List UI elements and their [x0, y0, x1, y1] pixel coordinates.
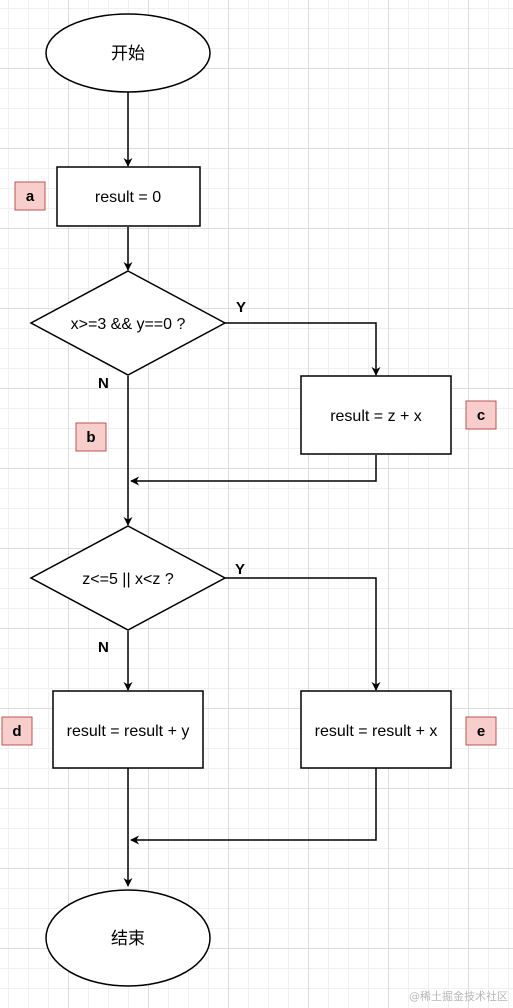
tag-b: b	[86, 429, 95, 446]
start-node	[45, 13, 211, 93]
edge-c-to-merge1	[130, 455, 377, 486]
d2-no-label: N	[98, 639, 109, 656]
end-node	[45, 889, 211, 987]
tag-e: e	[477, 723, 485, 740]
tag-c-box	[465, 400, 497, 430]
tag-d: d	[12, 723, 21, 740]
decision-2-label: z<=5 || x<z ?	[82, 571, 174, 588]
tag-a-box	[14, 181, 46, 211]
decision-1	[29, 270, 227, 376]
tag-d-box	[1, 716, 33, 746]
edge-e-to-merge2	[130, 768, 377, 845]
edge-d1-yes-to-c	[225, 322, 381, 376]
decision-1-label: x>=3 && y==0 ?	[71, 316, 186, 333]
process-d	[52, 690, 204, 769]
d1-no-label: N	[98, 375, 109, 392]
process-e	[300, 690, 452, 769]
process-a-label: result = 0	[95, 189, 161, 206]
tag-a: a	[26, 188, 35, 205]
tag-b-box	[75, 422, 107, 452]
process-c-label: result = z + x	[330, 408, 422, 425]
watermark: @稀土掘金技术社区	[409, 989, 508, 1003]
process-e-label: result = result + x	[315, 723, 438, 740]
d1-yes-label: Y	[236, 299, 246, 316]
start-label: 开始	[111, 44, 145, 64]
tag-c: c	[477, 407, 485, 424]
edge-d2-yes-to-e	[225, 577, 381, 691]
d2-yes-label: Y	[235, 561, 245, 578]
process-a	[56, 166, 201, 227]
tag-e-box	[465, 716, 497, 746]
end-label: 结束	[111, 929, 145, 949]
process-d-label: result = result + y	[67, 723, 190, 740]
process-c	[300, 375, 452, 455]
decision-2	[29, 525, 227, 631]
